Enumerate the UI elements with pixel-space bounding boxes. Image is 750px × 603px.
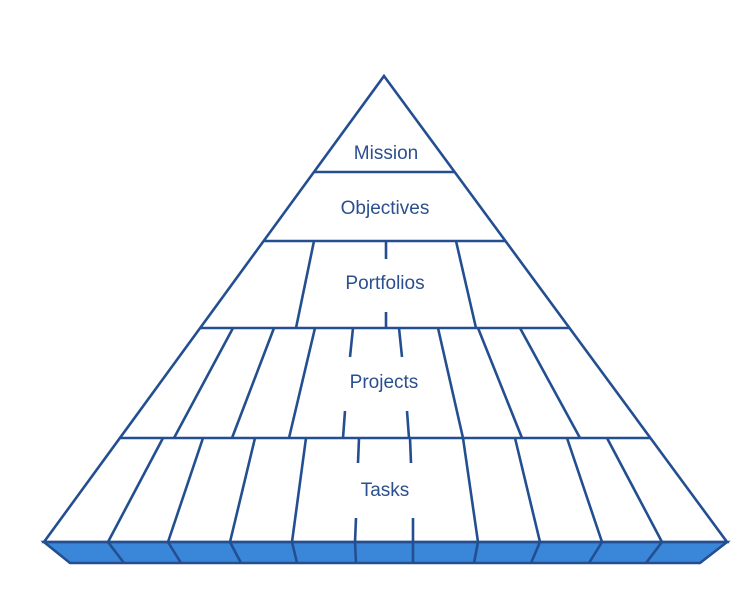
- level-label-portfolios: Portfolios: [345, 273, 424, 294]
- portfolios-segments: [294, 240, 478, 329]
- projects-segments: [172, 327, 582, 439]
- pyramid-base: [40, 540, 731, 565]
- level-label-tasks: Tasks: [361, 480, 410, 501]
- tasks-segments: [106, 437, 664, 543]
- level-label-mission: Mission: [354, 143, 418, 164]
- level-label-projects: Projects: [350, 372, 419, 393]
- level-dividers: [120, 170, 650, 440]
- level-label-objectives: Objectives: [341, 198, 430, 219]
- pyramid-outline: [41, 73, 730, 544]
